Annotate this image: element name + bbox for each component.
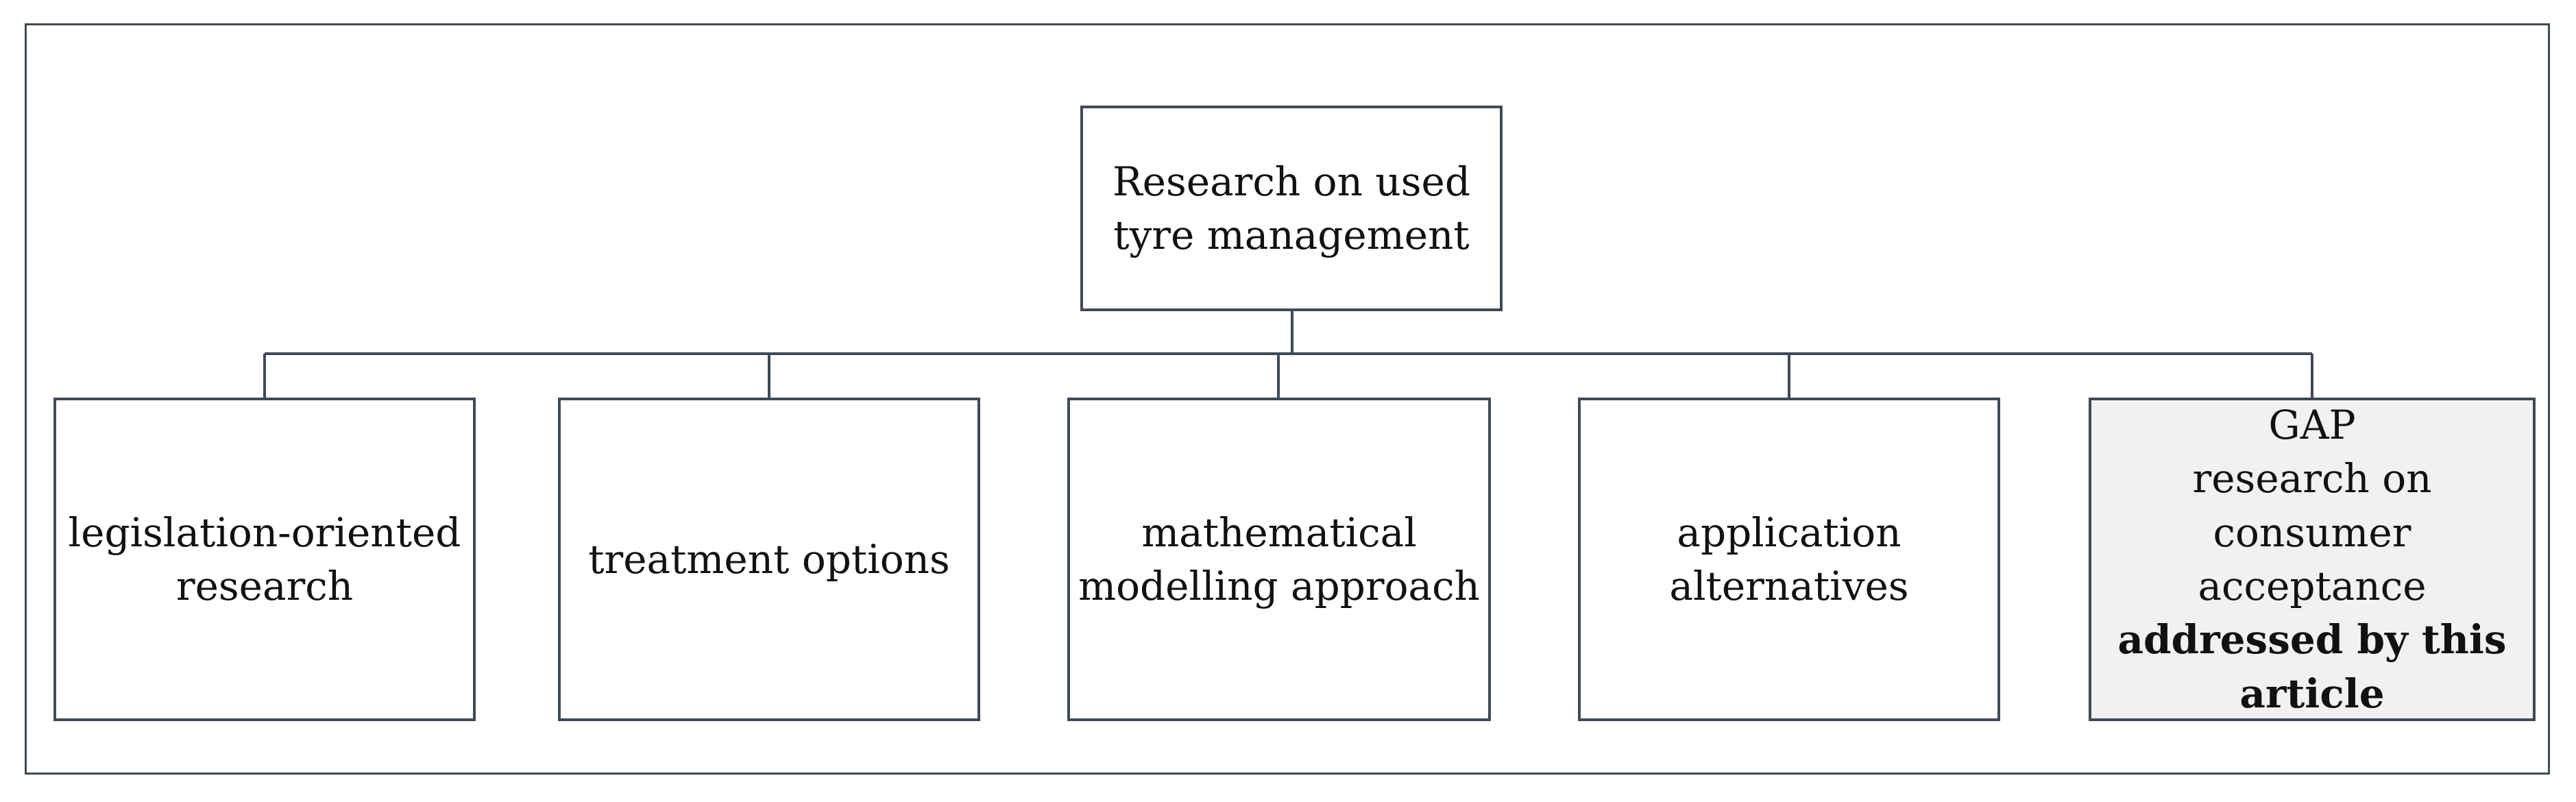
node-gap-bold-line-2: article xyxy=(2239,670,2385,717)
node-application-line-2: alternatives xyxy=(1669,563,1909,609)
root-node: Research on used tyre management xyxy=(1080,106,1503,311)
node-gap-line-2: research on consumer xyxy=(2192,455,2432,556)
node-modelling: mathematical modelling approach xyxy=(1067,398,1491,721)
root-node-line-2: tyre management xyxy=(1113,212,1470,258)
node-treatment-line-1: treatment options xyxy=(588,535,950,583)
node-modelling-line-2: modelling approach xyxy=(1078,563,1480,609)
node-legislation-line-1: legislation-oriented xyxy=(68,509,461,556)
node-gap-bold-line-1: addressed by this xyxy=(2117,616,2507,664)
node-legislation: legislation-oriented research xyxy=(53,398,476,721)
node-legislation-line-2: research xyxy=(175,563,354,609)
node-gap: GAP research on consumer acceptance addr… xyxy=(2089,398,2536,721)
root-node-line-1: Research on used xyxy=(1113,158,1470,205)
diagram-frame xyxy=(25,23,2550,775)
node-gap-line-3: acceptance xyxy=(2198,563,2427,609)
node-gap-line-1: GAP xyxy=(2268,402,2356,449)
node-treatment: treatment options xyxy=(558,398,980,721)
node-application: application alternatives xyxy=(1578,398,2000,721)
node-modelling-line-1: mathematical xyxy=(1141,509,1417,556)
node-application-line-1: application xyxy=(1677,509,1901,556)
